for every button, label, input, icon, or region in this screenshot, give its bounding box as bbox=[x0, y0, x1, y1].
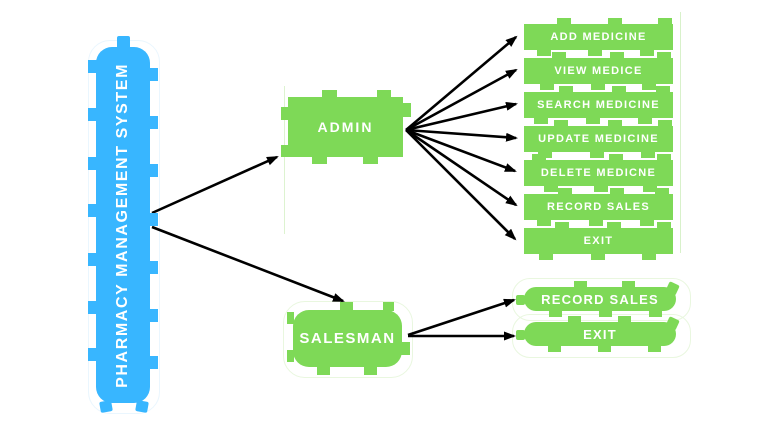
node-record-sales-salesman: RECORD SALES bbox=[516, 281, 680, 317]
update-medicine-label: UPDATE MEDICINE bbox=[538, 132, 659, 145]
arrow-admin-to-update bbox=[405, 128, 518, 142]
node-add-medicine: ADD MEDICINE bbox=[524, 18, 673, 56]
record-sales-admin-label: RECORD SALES bbox=[547, 200, 650, 213]
guide-line-right-column bbox=[680, 12, 681, 253]
add-medicine-label: ADD MEDICINE bbox=[550, 30, 647, 43]
exit-admin-label: EXIT bbox=[583, 234, 614, 247]
record-sales-salesman-label: RECORD SALES bbox=[541, 291, 659, 307]
node-view-medice: VIEW MEDICE bbox=[524, 52, 673, 90]
arrow-admin-to-record bbox=[405, 128, 518, 207]
node-exit-admin: EXIT bbox=[524, 222, 673, 260]
node-exit-salesman: EXIT bbox=[516, 316, 680, 352]
arrow-root-to-salesman bbox=[151, 225, 345, 303]
arrow-admin-to-search bbox=[405, 101, 518, 132]
arrow-admin-to-delete bbox=[405, 128, 517, 173]
salesman-label: SALESMAN bbox=[299, 330, 396, 347]
node-record-sales-admin: RECORD SALES bbox=[524, 188, 673, 226]
node-delete-medicne: DELETE MEDICNE bbox=[524, 154, 673, 192]
arrow-salesman-to-record bbox=[407, 298, 516, 337]
node-admin: ADMIN bbox=[281, 90, 411, 164]
arrow-admin-to-add bbox=[405, 35, 518, 131]
node-update-medicine: UPDATE MEDICINE bbox=[524, 120, 673, 158]
exit-salesman-label: EXIT bbox=[583, 326, 617, 342]
node-pharmacy-management-system: PHARMACY MANAGEMENT SYSTEM bbox=[88, 36, 158, 413]
arrow-admin-to-view bbox=[405, 68, 518, 132]
arrow-admin-to-exit bbox=[405, 129, 517, 241]
node-search-medicine: SEARCH MEDICINE bbox=[524, 86, 673, 124]
root-label: PHARMACY MANAGEMENT SYSTEM bbox=[114, 62, 131, 388]
arrow-root-to-admin bbox=[151, 155, 279, 215]
view-medice-label: VIEW MEDICE bbox=[554, 64, 643, 77]
delete-medicne-label: DELETE MEDICNE bbox=[540, 166, 657, 179]
node-salesman: SALESMAN bbox=[287, 302, 410, 375]
search-medicine-label: SEARCH MEDICINE bbox=[537, 98, 660, 111]
admin-label: ADMIN bbox=[317, 119, 374, 135]
